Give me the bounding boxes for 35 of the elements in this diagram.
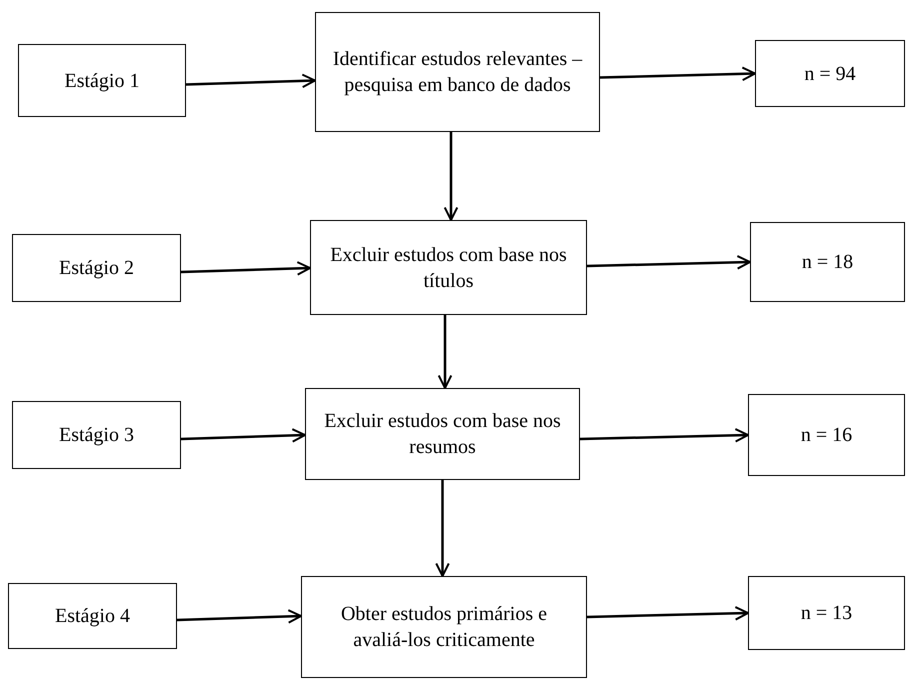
process-box (305, 388, 580, 480)
process-box (310, 220, 587, 315)
process-box (12, 401, 181, 469)
box-text: Estágio 2 (59, 256, 134, 281)
box-text: Estágio 3 (59, 423, 134, 448)
arrow (580, 428, 749, 443)
box-text: n = 18 (802, 250, 854, 275)
arrow (438, 315, 452, 389)
process-box (8, 583, 177, 649)
process-box (18, 44, 186, 117)
box-text: Obter estudos primários e avaliá-los criticamente (340, 602, 548, 653)
process-box (748, 576, 905, 650)
arrow (444, 132, 458, 221)
arrow (180, 261, 311, 276)
box-text: n = 13 (800, 601, 852, 626)
process-box (755, 40, 905, 107)
arrow (600, 66, 756, 82)
box-text: Estágio 1 (64, 68, 140, 94)
arrow (586, 255, 751, 270)
arrow (586, 606, 749, 621)
process-box (12, 234, 181, 302)
box-text: Identificar estudos relevantes – pesquisa em banco de dados (332, 47, 584, 98)
process-box (315, 12, 600, 132)
arrow (180, 428, 306, 443)
box-text: Estágio 4 (55, 604, 130, 629)
arrow (186, 74, 316, 88)
box-text: Excluir estudos com base nos títulos (329, 242, 568, 294)
box-text: n = 94 (804, 62, 856, 86)
arrow (176, 609, 302, 624)
process-box (748, 394, 905, 476)
box-text: Excluir estudos com base nos resumos (323, 409, 562, 460)
process-box (750, 222, 905, 302)
box-text: n = 16 (800, 423, 852, 448)
arrow (435, 480, 450, 577)
process-box (301, 576, 587, 678)
